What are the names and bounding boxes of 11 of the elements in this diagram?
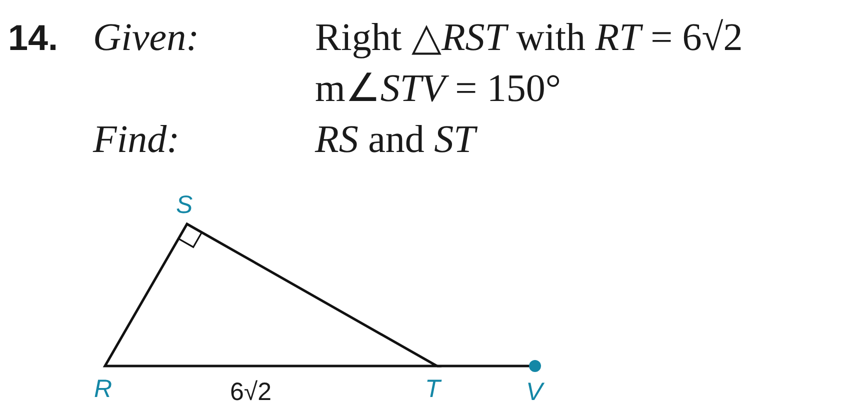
problem-number: 14.: [8, 20, 58, 56]
given-heading: Given:: [93, 18, 200, 57]
vertex-label: V: [526, 380, 543, 405]
vertex-label: R: [94, 377, 112, 402]
given-statement: Right △RST with RT = 6√2: [315, 18, 743, 57]
vertex-label: S: [176, 193, 193, 218]
given-statement: m∠STV = 150°: [315, 69, 561, 108]
side-length-label: 6√2: [230, 380, 272, 405]
vertex-label: T: [425, 377, 440, 402]
find-statement: RS and ST: [315, 120, 476, 159]
find-heading: Find:: [93, 120, 180, 159]
